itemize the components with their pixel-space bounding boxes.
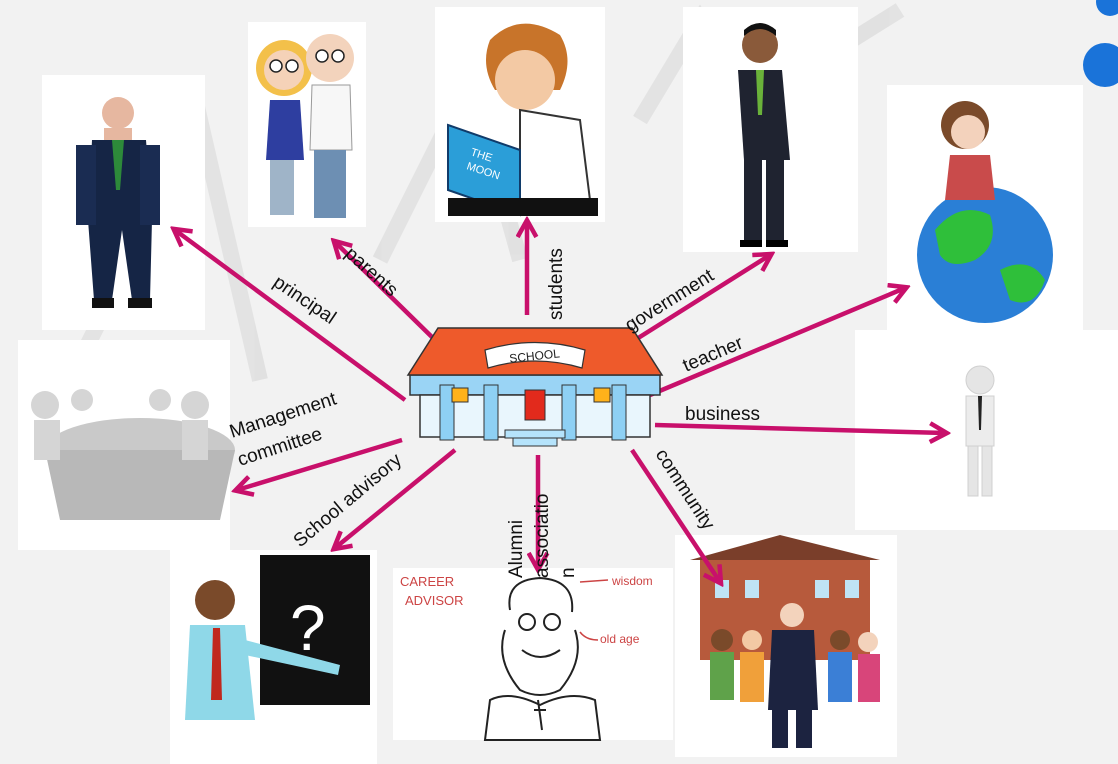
label-alumni-line1: Alumni	[506, 520, 527, 578]
students-picture: THE MOON	[435, 7, 605, 222]
connector-arrows	[175, 222, 945, 582]
arrow-community	[630, 448, 720, 582]
arrow-principal	[175, 230, 407, 402]
accent-dot	[1096, 0, 1118, 16]
management-picture	[18, 340, 235, 550]
teacher-picture	[887, 85, 1083, 330]
career-caption-line1: CAREER	[400, 574, 454, 589]
career-advisor-picture: CAREER ADVISOR wisdom old age	[393, 568, 673, 741]
label-alumni-line3: n	[558, 567, 579, 578]
arrow-business	[654, 425, 945, 433]
arrow-teacher	[649, 288, 905, 398]
note-old-age: old age	[600, 632, 640, 646]
arrow-government	[633, 255, 770, 342]
label-government: government	[622, 265, 719, 336]
label-alumni-line2: associatio	[532, 494, 553, 579]
school-advisory-picture: ?	[170, 550, 377, 764]
school-sign: SCHOOL	[509, 346, 561, 365]
school-hub: SCHOOL	[406, 327, 664, 447]
accent-dot	[1083, 43, 1118, 87]
arrow-parents	[335, 242, 437, 342]
label-students: students	[546, 248, 567, 320]
board-question-mark: ?	[290, 592, 326, 664]
parents-picture	[248, 22, 366, 227]
label-principal: principal	[269, 272, 339, 329]
note-wisdom: wisdom	[611, 574, 653, 588]
government-picture	[683, 7, 858, 252]
career-caption-line2: ADVISOR	[405, 593, 464, 608]
arrow-school-advisory	[335, 448, 457, 548]
principal-picture	[42, 75, 205, 330]
label-business: business	[685, 404, 760, 425]
arrow-management	[237, 437, 403, 490]
